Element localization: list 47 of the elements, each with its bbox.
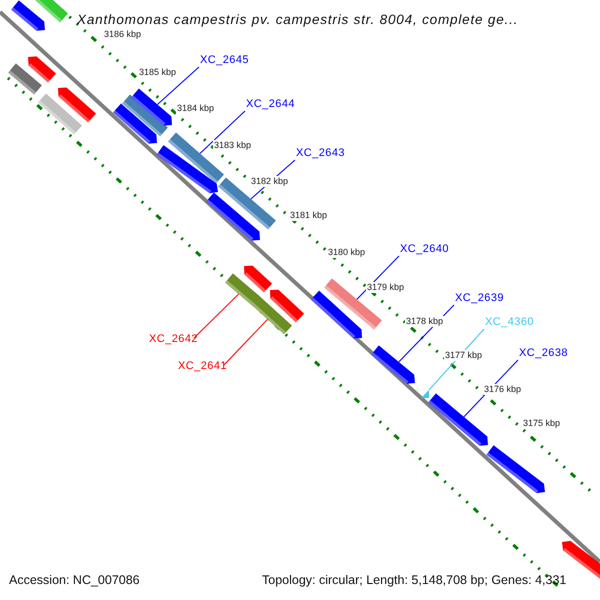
gene-block <box>131 88 172 126</box>
leader-line <box>194 294 240 338</box>
gene-block <box>8 63 42 95</box>
gene-block <box>206 192 260 241</box>
gene-label: XC_4360 <box>485 316 534 329</box>
gene-block <box>11 0 45 31</box>
gene-block <box>371 345 415 384</box>
position-label: 3182 kbp <box>250 176 290 187</box>
position-label: 3178 kbp <box>405 316 444 327</box>
genome-title: Xanthomonas campestris pv. campestris str. 8004, complete ge... <box>77 11 518 29</box>
gene-marker <box>421 390 429 398</box>
gene-block <box>122 94 168 136</box>
gene-block <box>310 290 362 338</box>
gene-block <box>58 88 96 122</box>
position-label: 3179 kbp <box>366 282 406 293</box>
gene-block <box>428 393 488 446</box>
position-label: 3180 kbp <box>327 247 366 258</box>
position-label: 3176 kbp <box>483 384 522 395</box>
leader-line <box>199 110 246 154</box>
gene-label: XC_2638 <box>519 347 568 360</box>
gene-label: XC_2640 <box>400 243 449 256</box>
gene-label: XC_2642 <box>149 333 198 346</box>
gene-label: XC_2645 <box>200 54 249 67</box>
gene-block <box>113 104 157 144</box>
gene-block <box>251 296 292 334</box>
position-label: 3175 kbp <box>522 418 562 429</box>
position-label: 3184 kbp <box>176 103 216 114</box>
leader-line <box>156 66 200 105</box>
gene-label: XC_2641 <box>178 360 227 373</box>
gene-label: XC_2643 <box>296 147 345 160</box>
gene-block <box>225 273 260 306</box>
leader-line <box>224 318 268 366</box>
gene-label: XC_2639 <box>455 292 504 305</box>
position-label: 3186 kbp <box>103 29 142 40</box>
gene-block <box>244 266 272 292</box>
gene-label: XC_2644 <box>246 98 295 111</box>
position-label: 3181 kbp <box>289 210 328 221</box>
gene-block <box>486 445 545 494</box>
gene-block <box>218 178 276 230</box>
accession-text: Accession: NC_007086 <box>9 573 140 588</box>
gene-block <box>270 290 304 322</box>
genome-summary-text: Topology: circular; Length: 5,148,708 bp; Genes: 4,331 <box>262 573 566 588</box>
position-label: 3177 kbp <box>444 350 484 361</box>
gene-block <box>28 56 56 82</box>
position-label: 3183 kbp <box>213 140 252 151</box>
gene-block <box>38 94 82 134</box>
position-label: 3185 kbp <box>138 67 178 78</box>
